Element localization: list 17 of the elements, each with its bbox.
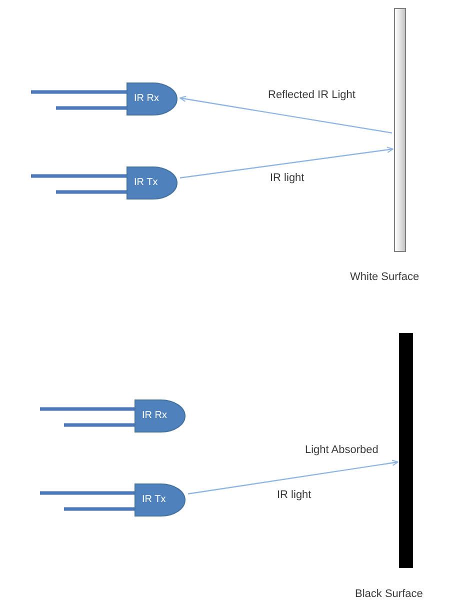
led-label: IR Rx: [134, 93, 159, 105]
arrow: [180, 146, 394, 178]
arrow: [188, 460, 399, 494]
surface-bar: [399, 333, 413, 568]
led-symbol: [40, 483, 186, 517]
surface-bar: [394, 8, 406, 252]
led-symbol: [31, 82, 178, 116]
led-symbol: [31, 166, 178, 200]
led-label: IR Tx: [142, 494, 166, 506]
edge-label: IR light: [270, 172, 304, 185]
edge-label: Reflected IR Light: [268, 89, 356, 102]
annotation-text: Light Absorbed: [305, 444, 378, 457]
led-label: IR Tx: [134, 177, 158, 189]
led-symbol: [40, 399, 186, 433]
arrow: [179, 96, 392, 134]
edge-label: IR light: [277, 489, 312, 502]
led-label: IR Rx: [142, 410, 167, 422]
